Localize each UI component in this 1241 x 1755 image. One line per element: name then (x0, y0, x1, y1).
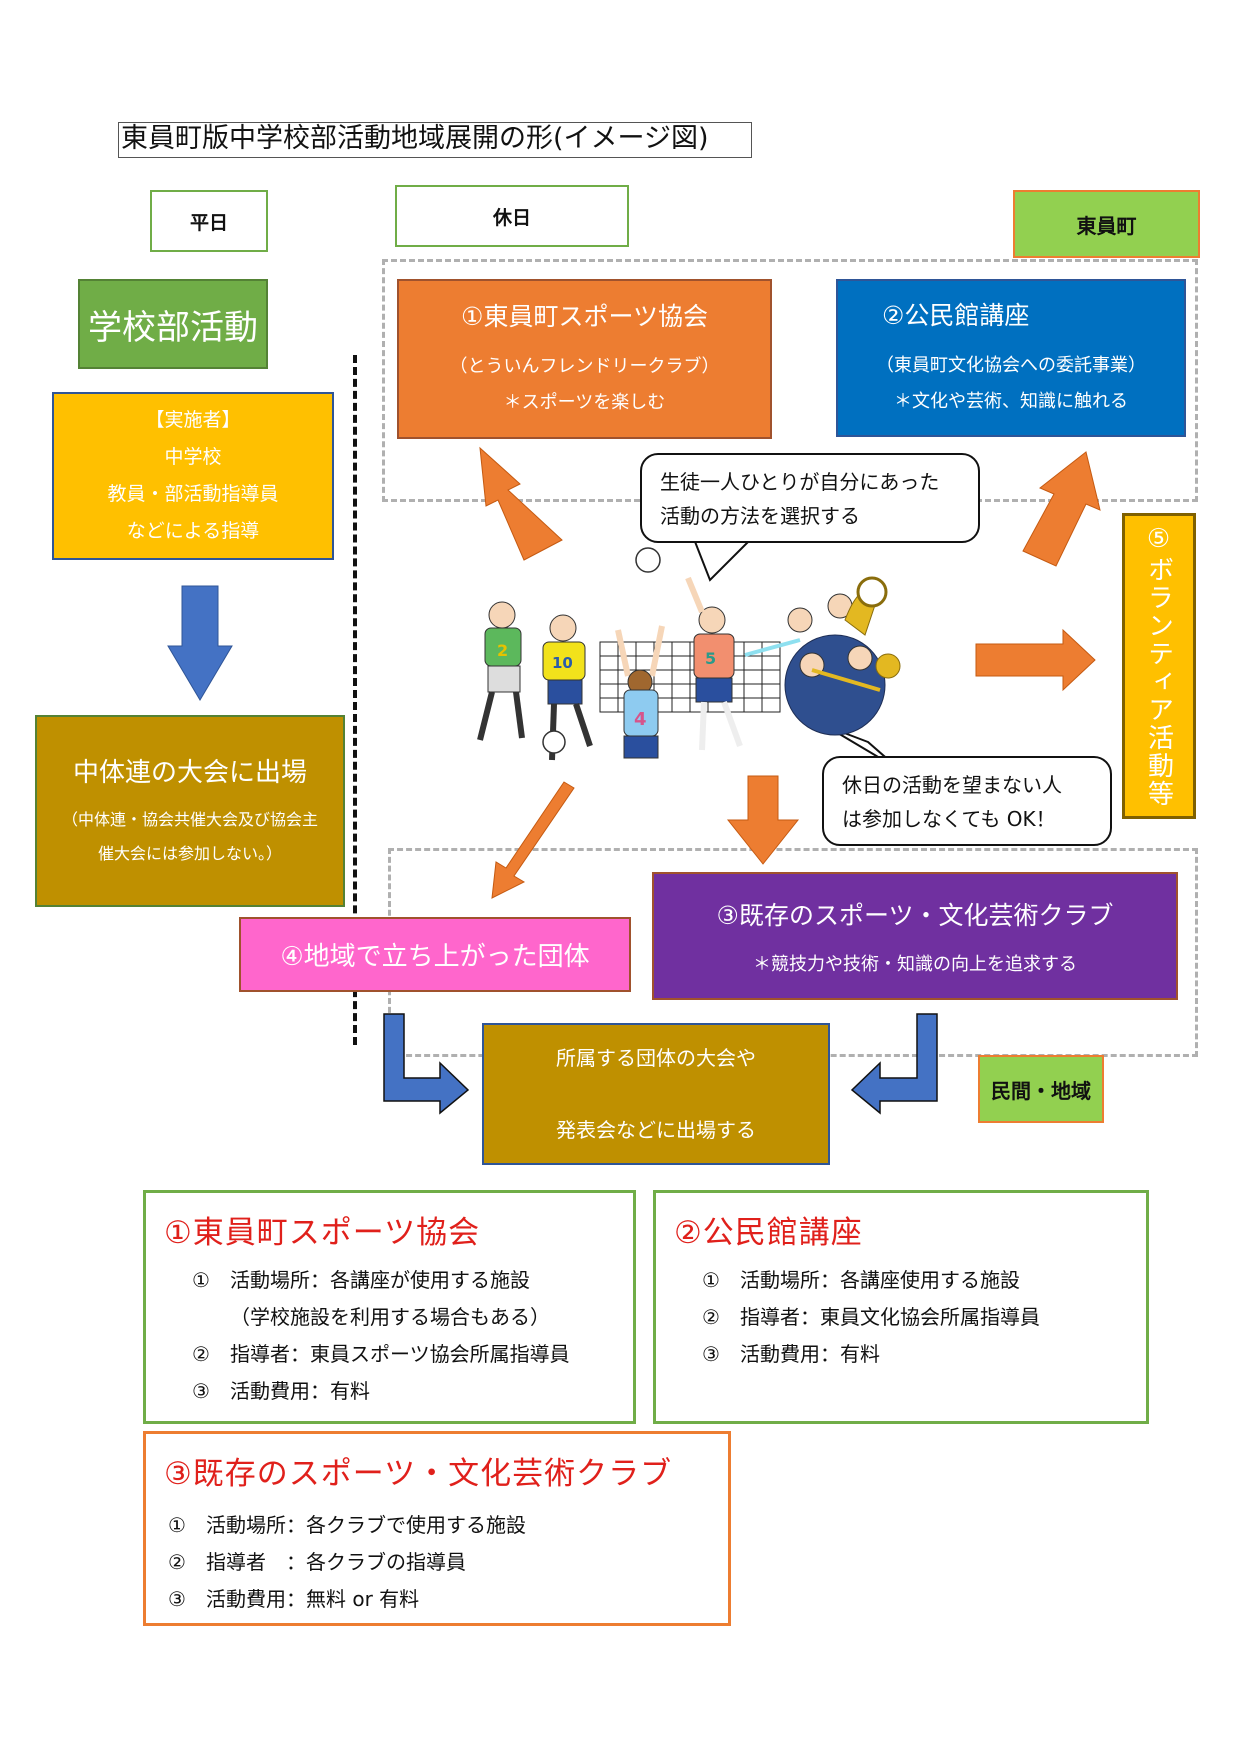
community-center-box: ②公民館講座 （東員町文化協会への委託事業） ＊文化や芸術、知識に触れる (836, 279, 1186, 437)
bent-right-arrow-icon (383, 1013, 470, 1115)
outcome-box: 所属する団体の大会や 発表会などに出場する (482, 1023, 830, 1165)
sports-association-note: ＊スポーツを楽しむ (503, 392, 666, 413)
private-region-label: 民間・地域 (978, 1055, 1104, 1123)
choose-speech-bubble: 生徒一人ひとりが自分にあった 活動の方法を選択する (640, 453, 980, 543)
implementer-line: 中学校 (164, 446, 222, 468)
implementer-line: などによる指導 (126, 520, 260, 542)
up-right-arrow-icon (1022, 451, 1101, 567)
holiday-label: 休日 (395, 185, 629, 247)
svg-text:5: 5 (705, 649, 716, 668)
existing-clubs-title: ③既存のスポーツ・文化芸術クラブ (716, 901, 1114, 930)
town-label: 東員町 (1013, 190, 1200, 258)
right-arrow-icon (975, 628, 1096, 692)
up-left-arrow-icon (479, 446, 563, 561)
private-region-label-text: 民間・地域 (991, 1078, 1091, 1103)
sports-association-sub: （とういんフレンドリークラブ） (449, 356, 720, 377)
tournament-note: 催大会には参加しない。） (97, 843, 282, 863)
town-label-text: 東員町 (1076, 213, 1137, 238)
card-title: ②公民館講座 (674, 1215, 863, 1251)
tournament-title: 中体連の大会に出場 (72, 757, 307, 788)
local-groups-title: ④地域で立ち上がった団体 (280, 942, 590, 972)
soccer-ball-icon (542, 730, 566, 754)
community-center-sub: （東員町文化協会への委託事業） (876, 355, 1146, 376)
sports-association-box: ①東員町スポーツ協会 （とういんフレンドリークラブ） ＊スポーツを楽しむ (397, 279, 772, 439)
down-left-arrow-icon (491, 781, 575, 899)
implementer-line: 教員・部活動指導員 (107, 483, 279, 505)
school-club-title: 学校部活動 (88, 307, 258, 348)
svg-text:2: 2 (497, 641, 508, 660)
optional-speech-bubble: 休日の活動を望まない人 は参加しなくても OK！ (822, 756, 1112, 846)
card-title: ①東員町スポーツ協会 (164, 1215, 481, 1251)
implementer-box: 【実施者】 中学校 教員・部活動指導員 などによる指導 (52, 392, 334, 560)
community-center-note: ＊文化や芸術、知識に触れる (894, 391, 1128, 412)
bubble-line: 生徒一人ひとりが自分にあった (660, 470, 940, 494)
local-groups-box: ④地域で立ち上がった団体 (239, 917, 631, 992)
svg-text:10: 10 (552, 654, 573, 672)
tournament-note: （中体連・協会共催大会及び協会主 (61, 809, 318, 829)
bubble-line: 活動の方法を選択する (660, 504, 860, 528)
brass-band-icon (744, 576, 901, 736)
existing-clubs-box: ③既存のスポーツ・文化芸術クラブ ＊競技力や技術・知識の向上を追求する (652, 872, 1178, 1000)
volleyball-player-icon: 4 (615, 625, 665, 759)
bent-left-arrow-icon (850, 1013, 938, 1115)
card-title: ③既存のスポーツ・文化芸術クラブ (164, 1456, 673, 1492)
tournament-box: 中体連の大会に出場 （中体連・協会共催大会及び協会主 催大会には参加しない。） (35, 715, 345, 907)
soccer-player-icon: 2 (477, 601, 525, 741)
community-center-title: ②公民館講座 (882, 301, 1030, 330)
page-title: 東員町版中学校部活動地域展開の形(イメージ図) (118, 122, 752, 158)
volunteer-box: ⑤ボランティア活動等 (1122, 513, 1196, 819)
weekday-holiday-divider (353, 355, 357, 1045)
existing-clubs-note: ＊競技力や技術・知識の向上を追求する (753, 954, 1077, 975)
weekday-label: 平日 (150, 190, 268, 252)
implementer-line: 【実施者】 (145, 409, 241, 431)
volleyball-player-icon: 5 (685, 576, 743, 751)
outcome-line: 発表会などに出場する (556, 1118, 756, 1142)
sports-association-title: ①東員町スポーツ協会 (461, 302, 708, 331)
bubble-line: は参加しなくても OK！ (842, 807, 1056, 831)
bubble-line: 休日の活動を望まない人 (842, 773, 1062, 797)
outcome-line: 所属する団体の大会や (556, 1046, 756, 1070)
down-arrow-icon (726, 775, 800, 865)
volleyball-icon (635, 547, 661, 573)
students-illustration: 2 10 4 5 (477, 547, 901, 761)
holiday-label-text: 休日 (492, 206, 531, 229)
weekday-label-text: 平日 (189, 211, 228, 234)
svg-text:4: 4 (634, 709, 647, 730)
card-item: （学校施設を利用する場合もある） (230, 1305, 550, 1329)
down-arrow-icon (167, 585, 233, 701)
volunteer-title: ⑤ボランティア活動等 (1143, 524, 1174, 808)
school-club-box: 学校部活動 (78, 279, 268, 369)
